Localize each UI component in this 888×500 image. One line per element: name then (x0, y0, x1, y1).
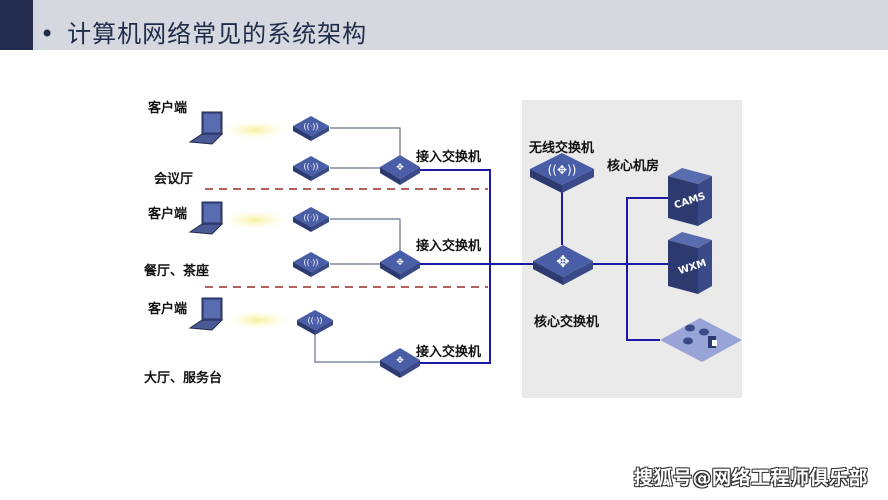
area-label: 大厅、服务台 (144, 371, 223, 386)
ap-link (330, 218, 401, 255)
uplink (420, 169, 491, 364)
client-label: 客户端 (148, 302, 188, 317)
client-label: 客户端 (148, 101, 188, 116)
core-switch-label: 核心交换机 (534, 315, 600, 330)
server-bus (626, 197, 670, 341)
ap-link (314, 332, 382, 363)
svg-text:✥: ✥ (396, 356, 404, 366)
title-text: 计算机网络常见的系统架构 (67, 20, 368, 48)
svg-text:((·)): ((·)) (303, 258, 318, 267)
client-label: 客户端 (148, 207, 188, 222)
ap-link (330, 127, 401, 165)
svg-text:✥: ✥ (396, 258, 404, 268)
access-switch-label: 接入交换机 (416, 150, 482, 165)
svg-text:✥: ✥ (396, 163, 404, 173)
core-room-title: 核心机房 (607, 159, 660, 174)
access-switch-label: 接入交换机 (416, 239, 482, 254)
access-points: ((·)) ((·)) ((·)) ((·)) ((·)) (293, 116, 333, 335)
management-platform (660, 318, 742, 362)
header-accent (0, 0, 33, 50)
watermark: 搜狐号@网络工程师俱乐部 (633, 467, 868, 489)
svg-text:((·)): ((·)) (303, 122, 318, 131)
wireless-switch: ((✥)) (530, 153, 594, 193)
title-bullet: • (40, 20, 56, 48)
access-switches: ✥ ✥ ✥ (380, 155, 420, 378)
core-switch: ✥ (533, 245, 593, 285)
access-switch-label: 接入交换机 (416, 345, 482, 360)
server-wxm: WXM (668, 232, 712, 294)
svg-text:((·)): ((·)) (303, 213, 318, 222)
wireless-switch-label: 无线交换机 (529, 141, 595, 156)
svg-text:((✥)): ((✥)) (548, 163, 577, 177)
server-cams: CAMS (668, 168, 712, 226)
client-laptops (188, 111, 292, 331)
svg-text:((·)): ((·)) (303, 162, 318, 171)
area-label: 会议厅 (154, 172, 194, 187)
page-title: • 计算机网络常见的系统架构 (40, 14, 367, 49)
area-label: 餐厅、茶座 (144, 264, 210, 279)
svg-text:✥: ✥ (556, 252, 569, 271)
header-bar (0, 0, 888, 50)
svg-text:((·)): ((·)) (307, 316, 322, 325)
